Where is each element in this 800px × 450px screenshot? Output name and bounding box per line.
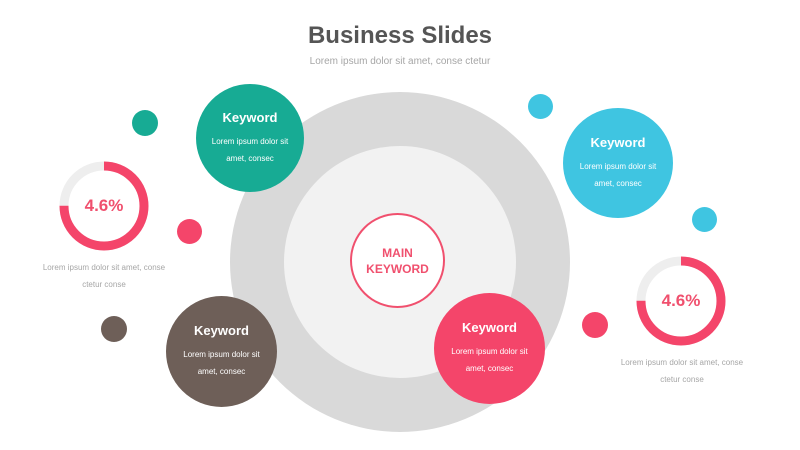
stat-note-right: Lorem ipsum dolor sit amet, conse ctetur… [620, 358, 744, 384]
donut-progress-arc [636, 256, 726, 346]
keyword-text: Lorem ipsum dolor sit amet, consec [183, 350, 260, 376]
page-title: Business Slides [307, 22, 493, 49]
donut-value: 4.6% [84, 196, 124, 215]
keyword-circle-pink: Keyword Lorem ipsum dolor sit amet, cons… [434, 293, 545, 404]
keyword-text: Lorem ipsum dolor sit amet, consec [211, 136, 289, 163]
donut-ring [636, 256, 726, 346]
keyword-circle-cyan: Keyword Lorem ipsum dolor sit amet, cons… [563, 108, 673, 218]
keyword-text: Lorem ipsum dolor sit amet, consec [451, 347, 528, 373]
decorative-dot-cyan [528, 94, 553, 119]
decorative-dot-brown [101, 316, 127, 342]
donut-progress-arc [59, 161, 149, 251]
donut-ring [59, 161, 149, 251]
keyword-title: Keyword [462, 320, 517, 335]
decorative-dot-teal [132, 110, 158, 136]
donut-value: 4.6% [661, 291, 701, 310]
keyword-text: Lorem ipsum dolor sit amet, consec [579, 161, 657, 188]
donut-chart-right: 4.6% [636, 256, 726, 346]
keyword-title: Keyword [590, 134, 646, 150]
keyword-circle-teal: Keyword Lorem ipsum dolor sit amet, cons… [196, 84, 304, 192]
main-keyword-line2: KEYWORD [366, 261, 429, 276]
keyword-title: Keyword [194, 323, 249, 338]
decorative-dot-pink [177, 219, 202, 244]
page-subtitle: Lorem ipsum dolor sit amet, conse ctetur [309, 56, 491, 67]
stat-note-left: Lorem ipsum dolor sit amet, conse ctetur… [42, 263, 166, 289]
keyword-circle-brown: Keyword Lorem ipsum dolor sit amet, cons… [166, 296, 277, 407]
donut-chart-left: 4.6% [59, 161, 149, 251]
main-keyword-line1: MAIN [382, 245, 413, 260]
decorative-dot-pink [582, 312, 608, 338]
decorative-dot-cyan [692, 207, 717, 232]
keyword-title: Keyword [222, 109, 278, 125]
